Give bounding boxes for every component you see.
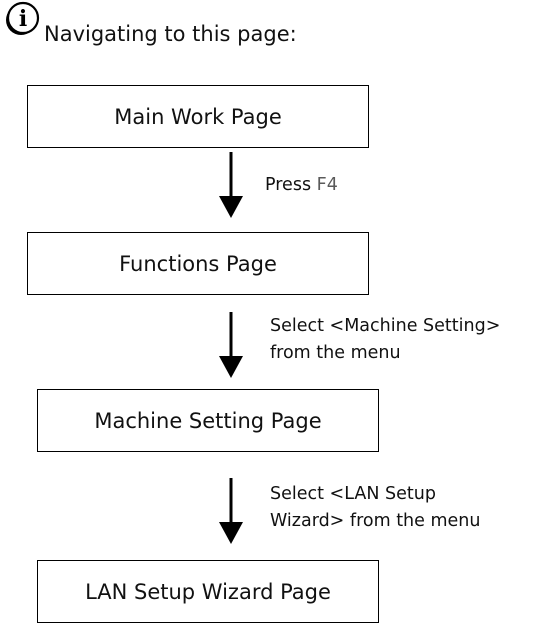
step-press-f4: Press F4: [265, 172, 338, 199]
step-2-line-1: Select <Machine Setting>: [270, 316, 501, 336]
f4-key-label: F4: [316, 175, 338, 195]
arrow-down-2: [219, 312, 243, 378]
step-3-line-1: Select <LAN Setup: [270, 484, 436, 504]
box-main-work-page: Main Work Page: [27, 85, 369, 148]
page-heading: Navigating to this page:: [44, 22, 297, 46]
arrow-down-1: [219, 152, 243, 218]
arrow-down-3: [219, 478, 243, 544]
step-select-lan-setup-wizard: Select <LAN Setup Wizard> from the menu: [270, 481, 480, 535]
box-machine-setting-page: Machine Setting Page: [37, 389, 379, 452]
box-main-work-page-label: Main Work Page: [114, 104, 282, 129]
step-3-line-2: Wizard> from the menu: [270, 511, 481, 531]
box-machine-setting-page-label: Machine Setting Page: [94, 408, 322, 433]
box-functions-page: Functions Page: [27, 232, 369, 295]
box-lan-setup-wizard-page-label: LAN Setup Wizard Page: [85, 579, 331, 604]
svg-text:i: i: [19, 6, 27, 32]
info-icon: i: [6, 1, 40, 35]
step-select-machine-setting: Select <Machine Setting> from the menu: [270, 313, 500, 367]
box-functions-page-label: Functions Page: [119, 251, 277, 276]
step-press-label: Press: [265, 175, 317, 195]
step-2-line-2: from the menu: [270, 343, 401, 363]
box-lan-setup-wizard-page: LAN Setup Wizard Page: [37, 560, 379, 623]
